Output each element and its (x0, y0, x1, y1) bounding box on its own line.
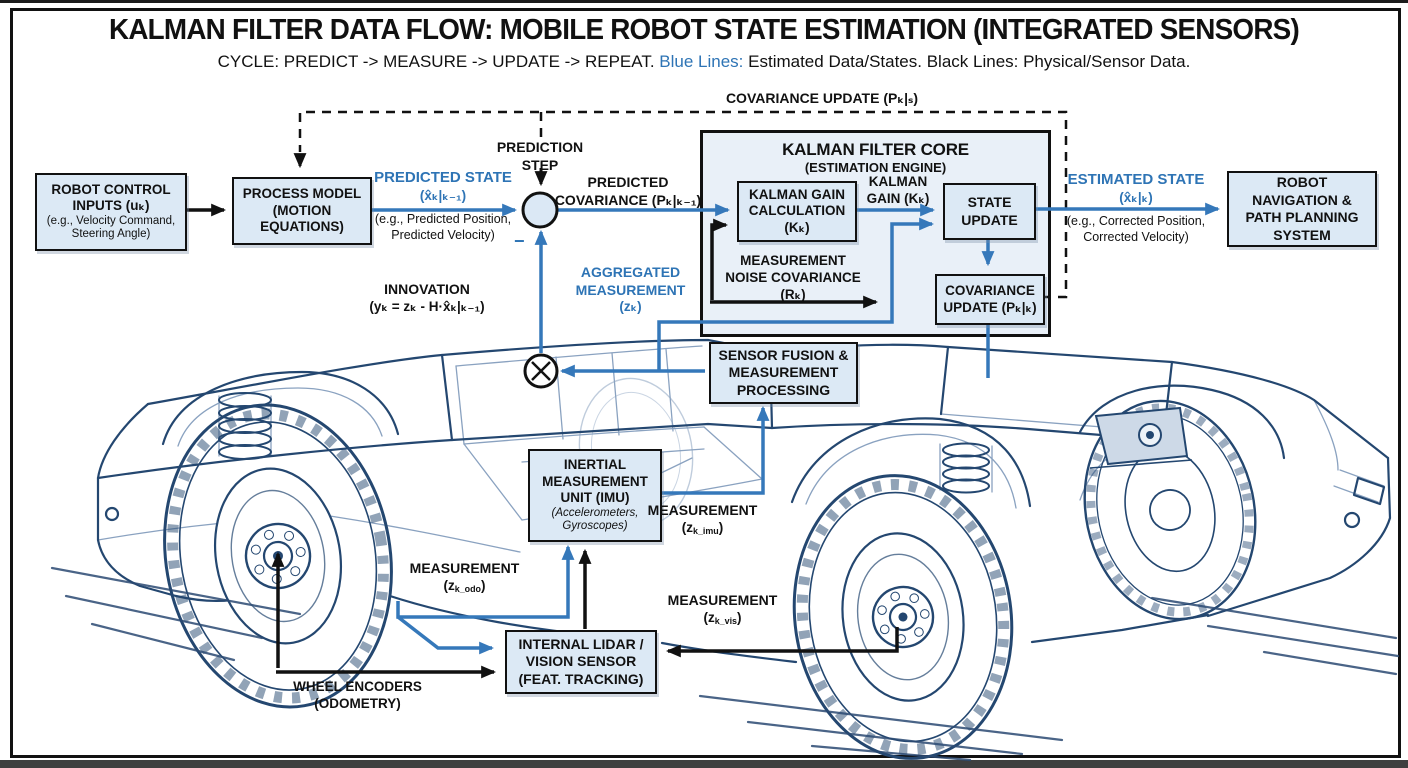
arrow-odometry-to-lidar (396, 615, 495, 655)
box-line: Gyroscopes) (562, 520, 628, 533)
black-flow-lines (186, 203, 899, 679)
box-line: EQUATIONS) (260, 219, 344, 235)
box-line: Steering Angle) (71, 228, 151, 241)
covariance-feedback-arrows (293, 153, 548, 187)
box-line: MEASUREMENT (728, 364, 839, 381)
measurement-imu-label: MEASUREMENT (zk_imu) (647, 502, 758, 536)
kalman-core-subtitle: (ESTIMATION ENGINE) (804, 160, 947, 175)
arrow-noise-to-gain (710, 218, 729, 300)
blue-flow-lines (370, 202, 1221, 655)
arrow-measurement-to-stateupdate (657, 217, 935, 371)
minus-sign: − (514, 231, 525, 251)
box-line: NAVIGATION & (1252, 191, 1352, 208)
legend-cycle: CYCLE: PREDICT -> MEASURE -> UPDATE -> R… (217, 52, 660, 71)
page-title: KALMAN FILTER DATA FLOW: MOBILE ROBOT ST… (109, 14, 1300, 46)
box-line: CALCULATION (748, 203, 846, 219)
innovation-label: INNOVATION (yₖ = zₖ - H·x̂ₖ|ₖ₋₁) (369, 281, 485, 314)
box-line: PATH PLANNING (1245, 209, 1359, 225)
box-line: ROBOT (1276, 174, 1328, 190)
wheel-encoders-label: WHEEL ENCODERS (ODOMETRY) (293, 679, 422, 711)
covariance-update-top-label: COVARIANCE UPDATE (Pₖ|ₛ) (725, 90, 919, 106)
measurement-odo-label: MEASUREMENT (zk_odo) (409, 560, 520, 594)
lidar-vision-box: INTERNAL LIDAR / VISION SENSOR (FEAT. TR… (505, 630, 657, 694)
covariance-feedback-dashed-loop (298, 110, 1068, 299)
box-line: (Kₖ) (784, 219, 810, 235)
box-line: SYSTEM (1273, 226, 1331, 243)
estimated-state-label: ESTIMATED STATE (x̂ₖ|ₖ) (1067, 171, 1205, 205)
kalman-gain-calculation-box: KALMAN GAIN CALCULATION (Kₖ) (737, 181, 857, 242)
legend-line: CYCLE: PREDICT -> MEASURE -> UPDATE -> R… (0, 52, 1408, 72)
covariance-update-box: COVARIANCE UPDATE (Pₖ|ₖ) (935, 274, 1045, 325)
legend-rest: Estimated Data/States. Black Lines: Phys… (743, 52, 1191, 71)
box-line: STATE (967, 194, 1012, 210)
predicted-covariance-label: PREDICTED COVARIANCE (Pₖ|ₖ₋₁) (554, 174, 702, 208)
box-line: (FEAT. TRACKING) (518, 670, 644, 687)
predicted-state-label: PREDICTED STATE (x̂ₖ|ₖ₋₁) (374, 169, 512, 203)
bottom-edge-strip (0, 760, 1408, 768)
box-line: MEASUREMENT (542, 473, 648, 489)
box-line: (e.g., Velocity Command, (46, 214, 176, 227)
box-line: INTERNAL LIDAR / (518, 635, 644, 652)
multiplier-node (523, 353, 559, 389)
box-line: PROCESS MODEL (242, 186, 362, 202)
legend-blue-label: Blue Lines: (659, 52, 744, 71)
top-edge-strip (0, 0, 1408, 3)
box-line: PROCESSING (736, 381, 831, 398)
box-line: UPDATE (Pₖ|ₖ) (943, 299, 1037, 315)
box-line: COVARIANCE (945, 283, 1035, 299)
measurement-vis-label: MEASUREMENT (zk_vis) (667, 592, 778, 626)
box-line: KALMAN GAIN (749, 186, 845, 202)
outer-border (10, 8, 1401, 758)
robot-navigation-box: ROBOT NAVIGATION & PATH PLANNING SYSTEM (1227, 171, 1377, 247)
estimated-state-example: (e.g., Corrected Position, Corrected Vel… (1066, 214, 1206, 244)
process-model-box: PROCESS MODEL (MOTION EQUATIONS) (232, 177, 372, 245)
motion-streaks (50, 566, 1400, 762)
measurement-noise-label: MEASUREMENT NOISE COVARIANCE (Rₖ) (725, 253, 861, 302)
kalman-core-title: KALMAN FILTER CORE (782, 140, 969, 159)
arrow-odometry-to-imu (396, 544, 575, 619)
box-line: VISION SENSOR (525, 653, 637, 670)
box-line: UNIT (IMU) (560, 490, 630, 506)
imu-box: INERTIAL MEASUREMENT UNIT (IMU) (Acceler… (528, 449, 662, 542)
robot-control-inputs-box: ROBOT CONTROL INPUTS (uₖ) (e.g., Velocit… (35, 173, 187, 251)
kalman-gain-label: KALMAN GAIN (Kₖ) (866, 174, 930, 206)
state-update-box: STATE UPDATE (943, 183, 1036, 240)
prediction-step-label: PREDICTION STEP (496, 139, 584, 173)
box-line: SENSOR FUSION & (718, 346, 849, 363)
summation-node (521, 191, 559, 229)
robot-camera-wedge (1089, 406, 1193, 469)
box-line: UPDATE (961, 211, 1018, 228)
box-line: INERTIAL (563, 457, 627, 473)
arrow-vision-to-lidar (665, 627, 899, 658)
arrow-imu-to-fusion (659, 405, 770, 495)
box-line: INPUTS (uₖ) (72, 198, 150, 214)
aggregated-measurement-label: AGGREGATED MEASUREMENT (zₖ) (575, 264, 686, 314)
robot-wheel-rear-left (792, 474, 1014, 760)
sensor-fusion-box: SENSOR FUSION & MEASUREMENT PROCESSING (709, 342, 858, 404)
box-line: ROBOT CONTROL (51, 181, 171, 197)
box-line: (MOTION (272, 202, 332, 218)
predicted-state-example: (e.g., Predicted Position, Predicted Vel… (374, 212, 512, 242)
multiplier-x-icon (531, 361, 551, 381)
box-line: (Accelerometers, (551, 506, 639, 519)
